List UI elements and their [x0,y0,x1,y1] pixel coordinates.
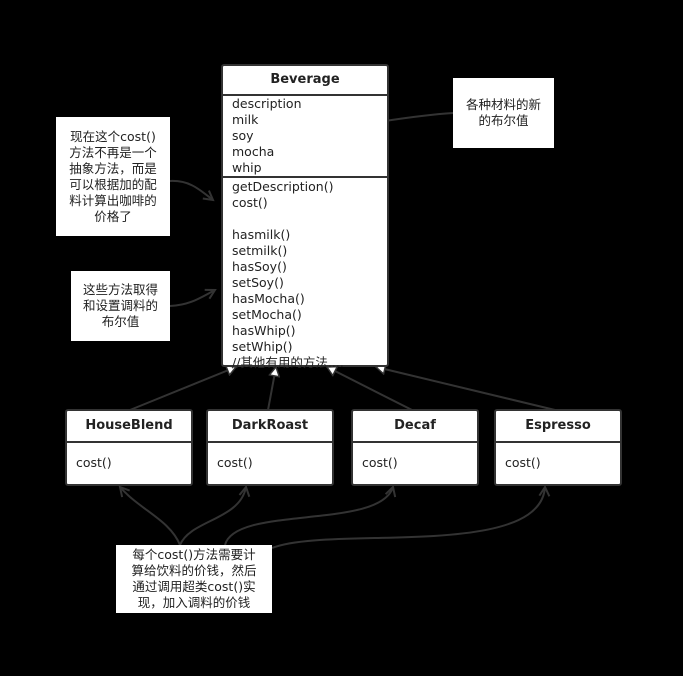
darkroast-class-name: DarkRoast [231,418,309,433]
decaf-class-name: Decaf [394,418,436,433]
boolean-note-line-2: 的布尔值 [478,113,529,128]
inheritance-line-darkroast [267,367,276,411]
method-spacer [232,211,387,227]
cost-note-line-2: 方法不再是一个 [69,144,157,160]
darkroast-method: cost() [208,441,332,471]
beverage-fields: description milk soy mocha whip [223,94,387,176]
methods-note-line-1: 这些方法取得 [82,282,158,297]
methods-note-line-3: 布尔值 [101,314,140,329]
espresso-method-cost: cost() [505,455,541,470]
method-setmilk: setmilk() [232,243,288,258]
boolean-note[interactable]: 各种材料的新 的布尔值 [453,78,554,148]
decaf-class[interactable]: Decaf cost() [351,409,479,486]
houseblend-class[interactable]: HouseBlend cost() [65,409,193,486]
houseblend-method-cost: cost() [76,455,112,470]
method-setsoy: setSoy() [232,275,284,290]
darkroast-class[interactable]: DarkRoast cost() [206,409,334,486]
espresso-class[interactable]: Espresso cost() [494,409,622,486]
cost-note-line-1: 现在这个cost() [70,128,156,144]
method-cost: cost() [232,195,268,210]
beverage-class-name: Beverage [270,72,340,87]
method-haswhip: hasWhip() [232,323,296,338]
methods-note-line-2: 和设置调料的 [82,298,158,313]
field-whip: whip [232,160,262,175]
cost-note-line-6: 价格了 [94,208,132,224]
field-description: description [232,96,302,111]
espresso-class-name: Espresso [525,418,591,433]
inheritance-line-houseblend [129,367,236,411]
methods-note-arrow [169,290,215,307]
subclass-note-line-4: 现，加入调料的价钱 [137,595,251,610]
field-soy: soy [232,128,254,143]
subclass-note-arrow-decaf [224,487,393,546]
method-setmocha: setMocha() [232,307,302,322]
method-hasmocha: hasMocha() [232,291,305,306]
field-mocha: mocha [232,144,275,159]
decaf-method: cost() [353,441,477,471]
cost-note-line-4: 可以根据加的配 [69,176,157,192]
subclass-note[interactable]: 每个cost()方法需要计 算给饮料的价钱，然后 通过调用超类cost()实 现… [116,545,272,613]
cost-note-line-3: 抽象方法，而是 [69,160,157,176]
field-milk: milk [232,112,259,127]
espresso-method: cost() [496,441,620,471]
darkroast-method-cost: cost() [217,455,253,470]
methods-note[interactable]: 这些方法取得 和设置调料的 布尔值 [71,271,170,341]
subclass-note-arrow-houseblend [120,487,181,546]
beverage-class[interactable]: Beverage description milk soy mocha whip… [221,64,389,370]
houseblend-class-name: HouseBlend [85,418,173,433]
method-setwhip: setWhip() [232,339,293,354]
subclass-note-line-3: 通过调用超类cost()实 [132,579,256,594]
inheritance-line-espresso [376,367,556,411]
method-getdescription: getDescription() [232,179,334,194]
cost-note-line-5: 料计算出咖啡的 [69,192,157,208]
cost-note-arrow [169,179,213,200]
boolean-note-line-1: 各种材料的新 [465,97,541,112]
method-hassoy: hasSoy() [232,259,287,274]
method-hasmilk: hasmilk() [232,227,291,242]
subclass-note-arrow-darkroast [179,487,246,546]
cost-note[interactable]: 现在这个cost() 方法不再是一个 抽象方法，而是 可以根据加的配 料计算出咖… [56,117,170,236]
decaf-method-cost: cost() [362,455,398,470]
method-other: //其他有用的方法.... [232,355,344,370]
houseblend-method: cost() [67,441,191,471]
subclass-note-arrow-espresso [271,487,545,549]
beverage-methods: getDescription() cost() hasmilk() setmil… [223,176,387,371]
inheritance-line-decaf [327,367,413,411]
subclass-note-line-1: 每个cost()方法需要计 [132,547,256,562]
subclass-note-line-2: 算给饮料的价钱，然后 [131,563,257,578]
